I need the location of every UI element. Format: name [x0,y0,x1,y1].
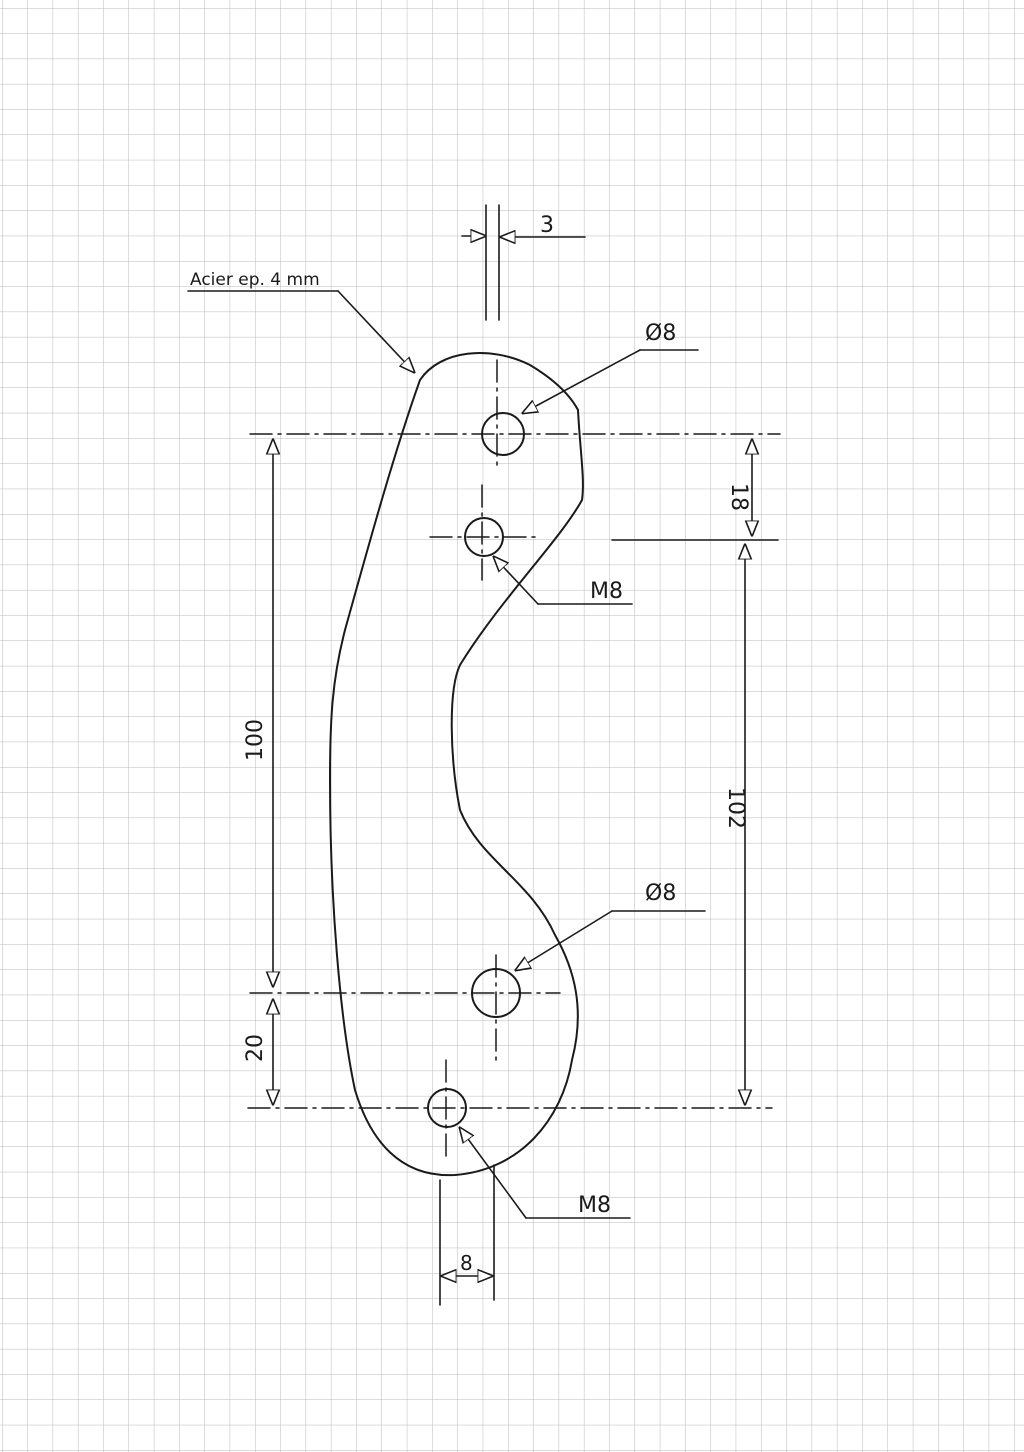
material-note: Acier ep. 4 mm [190,270,320,290]
hole-top-leader [523,349,641,413]
hole-bottom-m8 [427,1088,467,1128]
dim-right-main-label: 102 [723,787,748,829]
hole-upper-leader [494,557,539,605]
dim-top-offset-label: 3 [540,213,554,238]
part-outline [329,352,584,1177]
hole-bottom-thread-label: M8 [578,1193,611,1218]
dim-right-top-label: 18 [726,483,751,511]
hole-top-label: Ø8 [645,321,676,346]
hole-lower-label: Ø8 [645,881,676,906]
hole-lower-leader [516,910,613,970]
dim-left-bottom-label: 20 [243,1034,268,1062]
hole-bottom-leader [460,1128,527,1219]
dim-bottom-offset-label: 8 [460,1251,473,1275]
material-note-leader [337,290,414,372]
hole-upper-m8 [464,517,504,557]
hole-upper-thread-label: M8 [590,579,623,604]
dim-left-main-label: 100 [243,719,268,761]
